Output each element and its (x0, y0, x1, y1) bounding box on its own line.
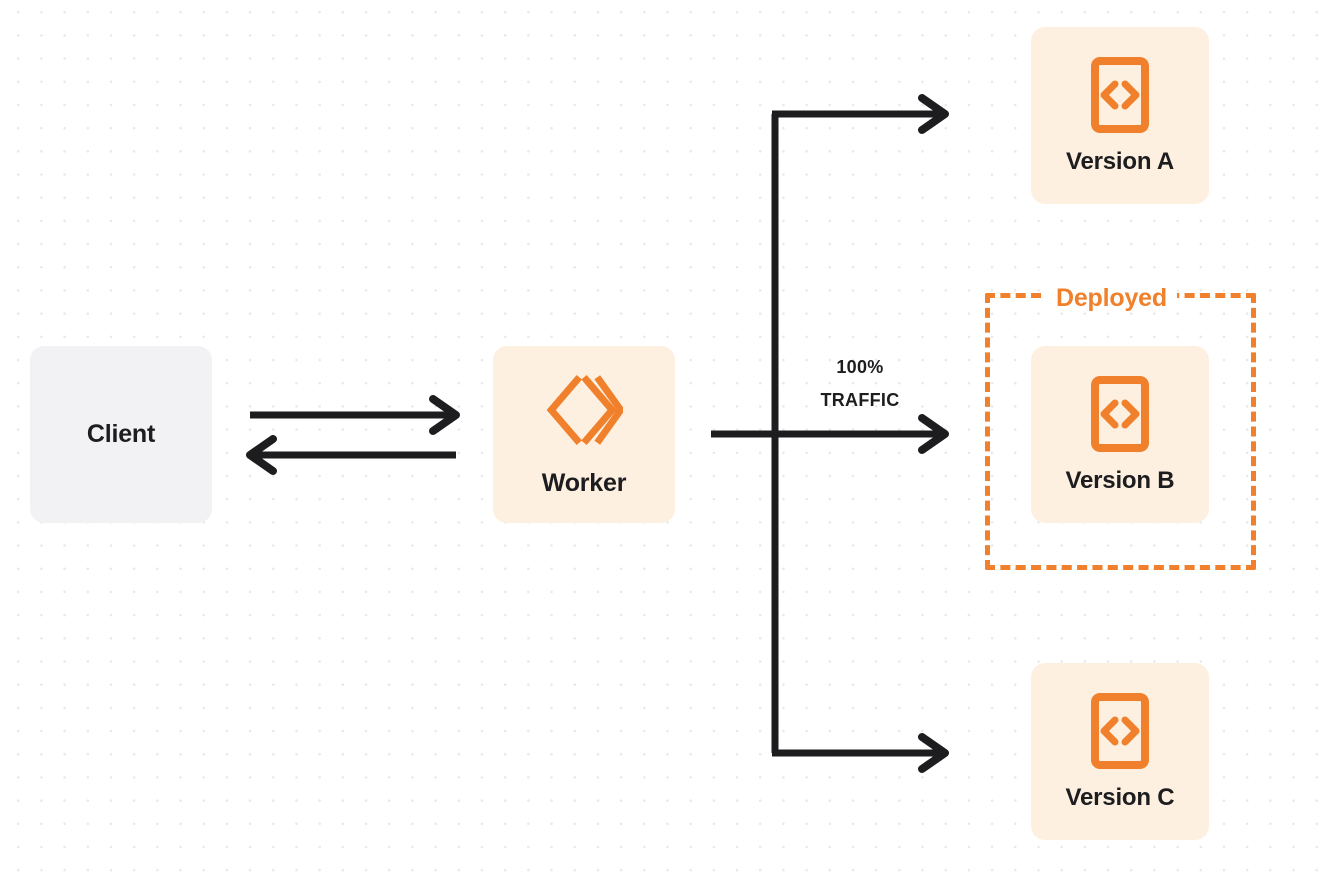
traffic-label: 100% TRAFFIC (800, 351, 920, 417)
traffic-word: TRAFFIC (820, 390, 900, 410)
node-version-a-label: Version A (1065, 147, 1175, 175)
node-version-b-label: Version B (1065, 466, 1175, 494)
deployed-group-label: Deployed (1046, 285, 1177, 311)
node-version-a[interactable]: Version A (1031, 27, 1209, 204)
edge-worker-to-version-c (772, 733, 949, 773)
node-worker[interactable]: Worker (493, 346, 675, 523)
code-file-icon (1090, 56, 1150, 134)
node-version-b[interactable]: Version B (1031, 346, 1209, 523)
edge-worker-to-version-b (711, 414, 949, 454)
edge-worker-to-client (246, 435, 456, 475)
node-version-c-label: Version C (1065, 783, 1175, 811)
traffic-percent: 100% (836, 357, 884, 377)
edge-client-to-worker (250, 395, 460, 435)
cloudflare-workers-logo-icon (545, 371, 623, 449)
node-client-label: Client (86, 420, 156, 448)
code-file-icon (1090, 692, 1150, 770)
node-worker-label: Worker (541, 469, 627, 497)
code-file-icon (1090, 375, 1150, 453)
edge-worker-to-version-a (772, 94, 949, 134)
node-version-c[interactable]: Version C (1031, 663, 1209, 840)
node-client[interactable]: Client (30, 346, 212, 523)
